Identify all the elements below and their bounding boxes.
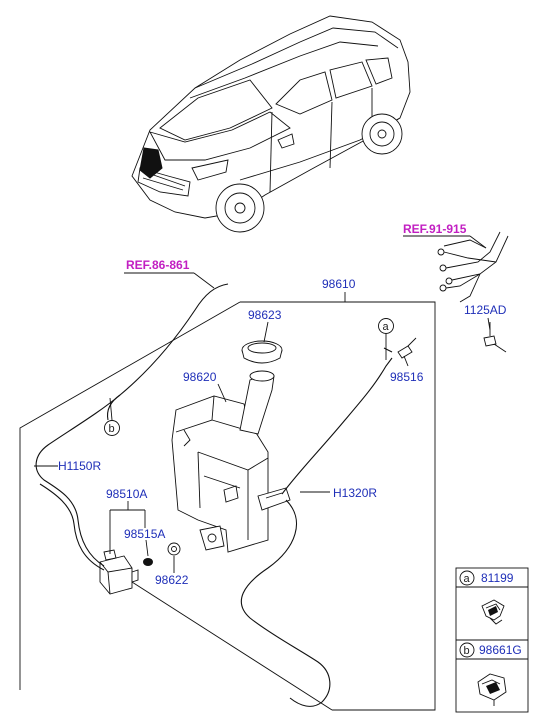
part-98623-label[interactable]: 98623 xyxy=(248,308,282,322)
part-98516-label[interactable]: 98516 xyxy=(390,370,424,384)
callout-b[interactable]: b xyxy=(104,420,120,436)
legend-a-letter: a xyxy=(464,573,471,585)
part-h1320r-label[interactable]: H1320R xyxy=(333,486,377,500)
vehicle-illustration xyxy=(131,15,411,233)
ref-91-915-label[interactable]: REF.91-915 xyxy=(403,222,467,236)
part-h1150r-label[interactable]: H1150R xyxy=(58,459,101,473)
part-98610-label[interactable]: 98610 xyxy=(322,277,356,291)
svg-text:a: a xyxy=(383,321,390,333)
legend-b-letter: b xyxy=(464,645,470,657)
bolt-1125ad xyxy=(483,322,507,353)
part-1125ad-label[interactable]: 1125AD xyxy=(464,303,507,317)
grommet-98515a xyxy=(143,558,153,566)
callout-a[interactable]: a xyxy=(378,318,394,334)
grommet-98622 xyxy=(167,542,181,556)
leader-lines xyxy=(34,235,491,711)
assembly-outline xyxy=(19,292,436,711)
part-98515a-label[interactable]: 98515A xyxy=(124,527,165,541)
part-98510a-label[interactable]: 98510A xyxy=(106,487,147,501)
part-98620-label[interactable]: 98620 xyxy=(183,370,217,384)
washer-pump xyxy=(99,549,139,595)
hoses xyxy=(35,283,393,707)
svg-text:b: b xyxy=(109,423,115,435)
ref-86-861-label[interactable]: REF.86-861 xyxy=(126,258,190,272)
legend-table: a 81199 b 98661G xyxy=(455,567,529,713)
filler-cap xyxy=(241,340,283,364)
legend-a-part[interactable]: 81199 xyxy=(481,571,514,585)
labels: REF.86-861 REF.91-915 98610 98623 98620 … xyxy=(58,222,507,587)
clip-98661g-icon xyxy=(477,673,507,706)
clip-81199-icon xyxy=(481,599,505,625)
part-98622-label[interactable]: 98622 xyxy=(155,573,189,587)
nozzle-98516 xyxy=(397,337,417,359)
legend-b-part[interactable]: 98661G xyxy=(479,643,522,657)
wiring-harness xyxy=(437,231,509,303)
washer-reservoir xyxy=(171,370,291,553)
